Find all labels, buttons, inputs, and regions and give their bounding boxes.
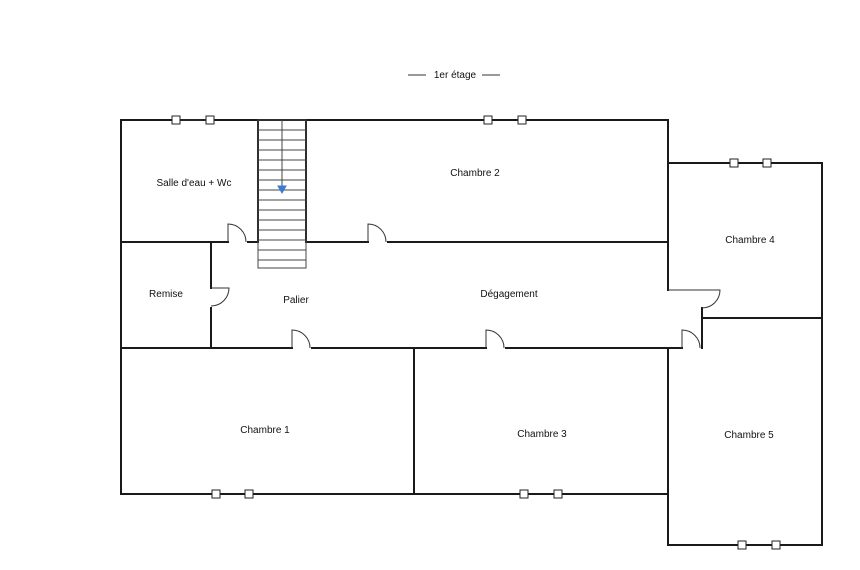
door-chambre1 — [291, 329, 311, 349]
label-chambre3: Chambre 3 — [517, 429, 567, 440]
label-palier: Palier — [283, 295, 309, 306]
staircase — [257, 119, 307, 269]
window-ch5-left — [737, 540, 747, 550]
floor-title-group: 1er étage — [408, 70, 500, 81]
door-chambre2 — [367, 223, 387, 243]
doors — [210, 223, 721, 349]
windows — [171, 115, 781, 550]
window-ch1-right — [244, 489, 254, 499]
window-ch4-left — [729, 158, 739, 168]
label-chambre2: Chambre 2 — [450, 168, 500, 179]
stair-down-arrow-icon — [277, 185, 287, 195]
window-ch5-right — [771, 540, 781, 550]
floor-title: 1er étage — [434, 70, 477, 81]
window-ch2-left — [483, 115, 493, 125]
window-ch2-right — [517, 115, 527, 125]
door-chambre4 — [701, 289, 721, 309]
window-salle-left — [171, 115, 181, 125]
window-ch1-left — [211, 489, 221, 499]
window-salle-right — [205, 115, 215, 125]
label-chambre5: Chambre 5 — [724, 430, 774, 441]
door-chambre5 — [681, 329, 701, 349]
window-ch4-right — [762, 158, 772, 168]
label-chambre1: Chambre 1 — [240, 425, 290, 436]
door-salle-eau — [227, 223, 247, 243]
door-remise — [210, 287, 230, 307]
room-labels: Salle d'eau + Wc Chambre 2 Chambre 4 Rem… — [149, 168, 775, 441]
label-degagement: Dégagement — [480, 289, 537, 300]
window-ch3-left — [519, 489, 529, 499]
window-ch3-right — [553, 489, 563, 499]
door-chambre3 — [485, 329, 505, 349]
label-chambre4: Chambre 4 — [725, 235, 775, 246]
label-remise: Remise — [149, 289, 183, 300]
label-salle-eau: Salle d'eau + Wc — [156, 178, 231, 189]
